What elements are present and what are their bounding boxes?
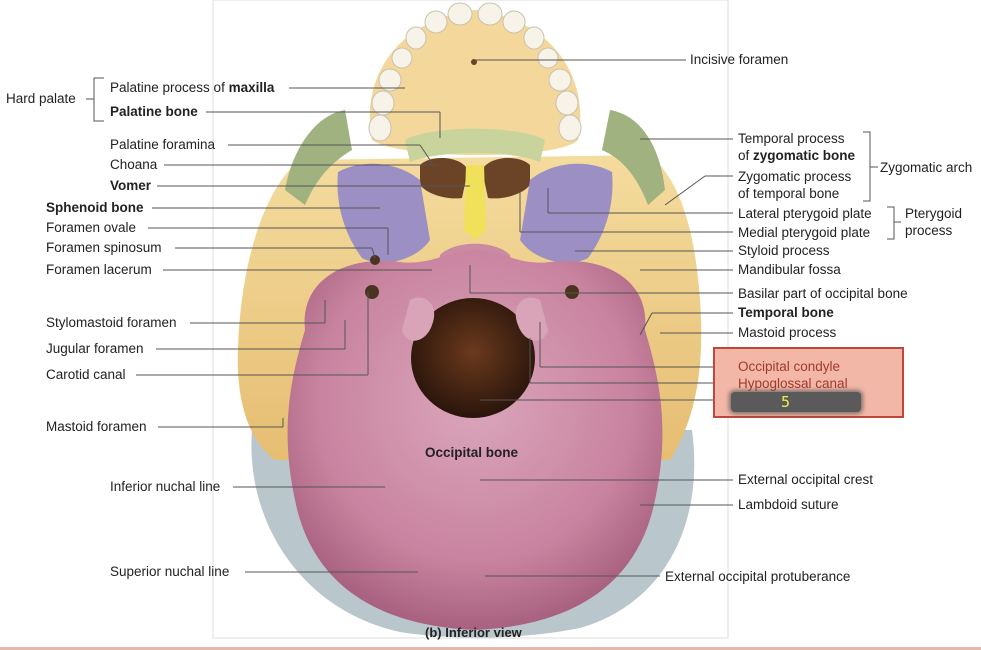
label-pterygoid-process-line1: Pterygoid (905, 206, 963, 221)
label-carotid-canal: Carotid canal (46, 367, 126, 382)
label-temporal-process-of: of (738, 148, 750, 163)
occipital-condyle-left (402, 297, 435, 341)
label-hard-palate: Hard palate (6, 91, 76, 106)
figure-caption: (b) Inferior view (425, 625, 522, 640)
label-vomer: Vomer (110, 178, 152, 193)
choana-right (482, 158, 530, 199)
label-zygomatic-process-line1: Zygomatic process (738, 169, 852, 184)
label-lateral-pterygoid-plate: Lateral pterygoid plate (738, 206, 872, 221)
label-hypoglossal-canal: Hypoglossal canal (738, 376, 848, 391)
label-temporal-process-line1: Temporal process (738, 131, 845, 146)
label-occipital-bone: Occipital bone (425, 445, 519, 460)
label-external-occipital-protuberance: External occipital protuberance (665, 569, 851, 584)
label-choana: Choana (110, 157, 158, 172)
redacted-label (731, 392, 861, 412)
label-zygomatic-process-line2: of temporal bone (738, 186, 840, 201)
label-jugular-foramen: Jugular foramen (46, 341, 144, 356)
label-lambdoid-suture: Lambdoid suture (738, 497, 839, 512)
label-mastoid-foramen: Mastoid foramen (46, 419, 147, 434)
label-medial-pterygoid-plate: Medial pterygoid plate (738, 225, 871, 240)
label-occipital-condyle: Occipital condyle (738, 359, 841, 374)
label-styloid-process: Styloid process (738, 243, 830, 258)
vomer-shape (464, 165, 486, 240)
label-sphenoid-bone: Sphenoid bone (46, 200, 144, 215)
label-zygomatic-bone-bold: zygomatic bone (753, 148, 856, 163)
label-superior-nuchal-line: Superior nuchal line (110, 564, 230, 579)
bottom-bar (0, 647, 981, 650)
label-foramen-ovale: Foramen ovale (46, 220, 137, 235)
label-palatine-bone: Palatine bone (110, 104, 198, 119)
label-temporal-bone: Temporal bone (738, 305, 834, 320)
sphenoid-left-shape (337, 163, 430, 263)
label-palatine-foramina: Palatine foramina (110, 137, 216, 152)
label-zygomatic-arch: Zygomatic arch (880, 160, 973, 175)
label-basilar-part: Basilar part of occipital bone (738, 286, 908, 301)
label-inferior-nuchal-line: Inferior nuchal line (110, 479, 221, 494)
label-foramen-lacerum: Foramen lacerum (46, 262, 152, 277)
label-incisive-foramen: Incisive foramen (690, 52, 789, 67)
label-palatine-process: Palatine process of maxilla (110, 80, 274, 96)
foramen-magnum (411, 298, 535, 418)
label-foramen-spinosum: Foramen spinosum (46, 240, 162, 255)
choana-left (420, 158, 468, 199)
label-stylomastoid-foramen: Stylomastoid foramen (46, 315, 177, 330)
label-palatine-process-text: Palatine process of (110, 80, 225, 95)
label-temporal-process-line2: of zygomatic bone (738, 148, 855, 164)
label-pterygoid-process-line2: process (905, 223, 953, 238)
zygomatic-right-shape (602, 110, 665, 205)
teeth (368, 2, 582, 142)
redacted-label-number: 5 (781, 393, 791, 411)
label-external-occipital-crest: External occipital crest (738, 472, 874, 487)
zygomatic-left-shape (285, 110, 352, 205)
label-mastoid-process: Mastoid process (738, 325, 837, 340)
occipital-bone-shape (287, 250, 663, 630)
label-mandibular-fossa: Mandibular fossa (738, 262, 841, 277)
label-maxilla-bold: maxilla (228, 80, 275, 95)
leader-lines (86, 59, 901, 577)
